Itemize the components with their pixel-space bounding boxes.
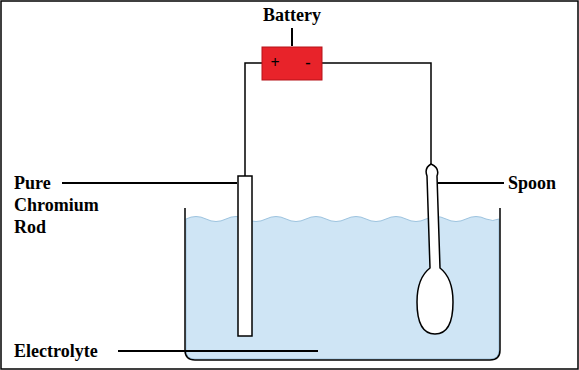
component-label: Spoon [508, 172, 572, 194]
battery-body [262, 47, 322, 80]
terminal-sign: + [267, 55, 283, 71]
component-label: Battery [257, 4, 327, 26]
wire [322, 63, 431, 166]
leader-line [62, 182, 237, 184]
terminal-sign: - [300, 55, 316, 71]
leader-line [118, 350, 318, 352]
component-label: Pure Chromium Rod [14, 172, 106, 238]
chromium-rod [238, 176, 252, 336]
leader-line [291, 28, 293, 46]
component-label: Electrolyte [14, 340, 124, 362]
beaker-outline [185, 208, 500, 360]
wire [245, 63, 262, 176]
leader-line [438, 182, 504, 184]
spoon-shape [417, 164, 453, 334]
